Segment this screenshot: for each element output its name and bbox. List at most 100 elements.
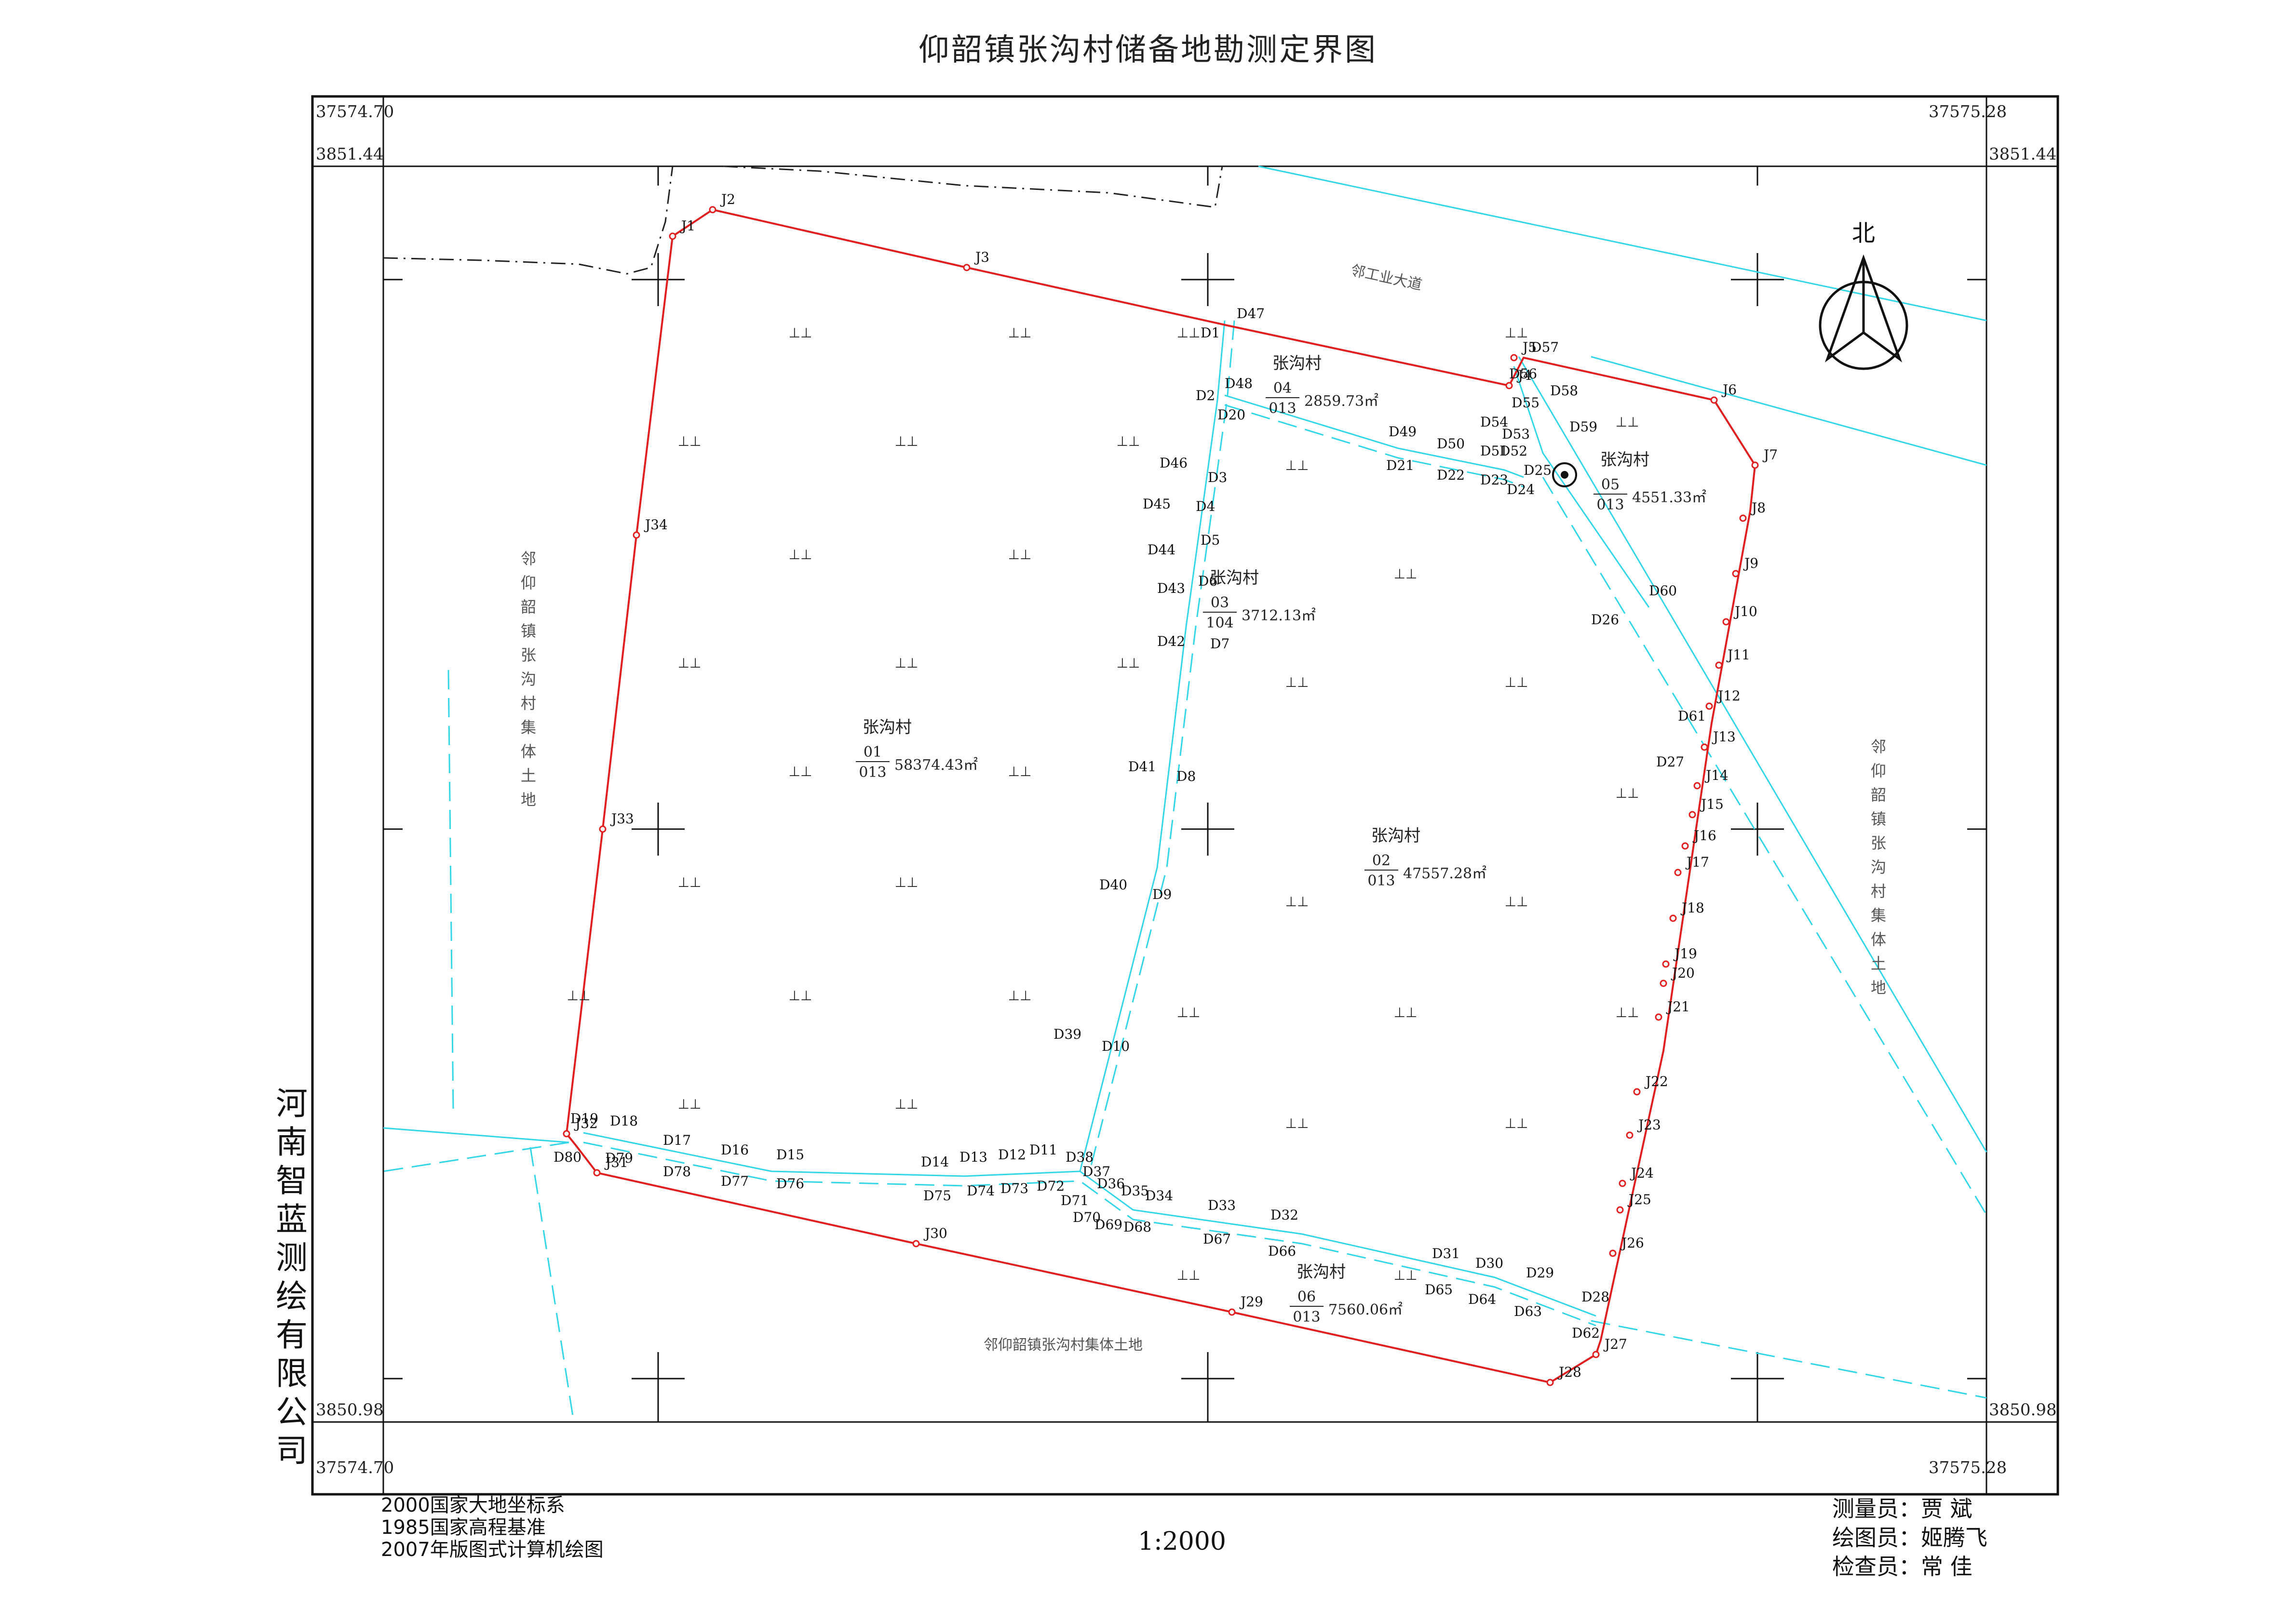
label-d53: D53 xyxy=(1502,426,1530,442)
label-d10: D10 xyxy=(1102,1038,1130,1054)
parcel-num-03: 03 xyxy=(1211,594,1229,611)
label-d79: D79 xyxy=(605,1150,633,1166)
svg-text:⊥⊥: ⊥⊥ xyxy=(1394,1005,1418,1020)
label-d52: D52 xyxy=(1499,443,1527,459)
label-j17: J17 xyxy=(1685,854,1709,870)
label-j34: J34 xyxy=(644,517,668,533)
label-d9: D9 xyxy=(1152,886,1172,902)
label-d24: D24 xyxy=(1507,482,1535,497)
corner-bottom-right-x: 37575.28 xyxy=(1929,1458,2007,1477)
label-d21: D21 xyxy=(1386,457,1414,473)
label-d22: D22 xyxy=(1437,467,1465,483)
parcel-name-01: 张沟村 xyxy=(863,718,912,737)
vertex-j23 xyxy=(1626,1131,1634,1139)
label-j19: J19 xyxy=(1673,946,1697,962)
svg-text:⊥⊥: ⊥⊥ xyxy=(1177,1267,1201,1283)
vertex-j18 xyxy=(1669,914,1677,922)
red-boundary xyxy=(565,208,1756,1384)
existing-road-line xyxy=(383,166,674,275)
label-d7: D7 xyxy=(1210,636,1229,652)
label-d35: D35 xyxy=(1121,1183,1149,1199)
corner-top-left-x: 37574.70 xyxy=(316,102,394,121)
svg-text:⊥⊥: ⊥⊥ xyxy=(895,1096,918,1112)
label-d39: D39 xyxy=(1053,1026,1081,1042)
north-label: 北 xyxy=(1852,220,1875,247)
label-d42: D42 xyxy=(1157,633,1185,649)
vertex-j7 xyxy=(1751,461,1759,469)
label-j1: J1 xyxy=(680,218,695,234)
svg-text:⊥⊥: ⊥⊥ xyxy=(1177,325,1201,341)
label-d58: D58 xyxy=(1550,383,1578,399)
label-d78: D78 xyxy=(663,1164,691,1180)
label-j24: J24 xyxy=(1630,1165,1654,1181)
parcel-name-02: 张沟村 xyxy=(1371,826,1420,845)
label-d25: D25 xyxy=(1524,462,1552,478)
label-d72: D72 xyxy=(1037,1178,1065,1194)
svg-text:⊥⊥: ⊥⊥ xyxy=(1117,655,1140,671)
label-d44: D44 xyxy=(1148,542,1175,558)
label-d68: D68 xyxy=(1123,1219,1151,1235)
parcel-denom-04: 013 xyxy=(1269,400,1296,417)
road-label: 邻工业大道 xyxy=(1349,262,1423,294)
label-j7: J7 xyxy=(1762,447,1778,463)
svg-text:⊥⊥: ⊥⊥ xyxy=(895,874,918,890)
label-d57: D57 xyxy=(1531,339,1559,355)
corner-right-top-y: 3851.44 xyxy=(1989,145,2057,164)
svg-text:⊥⊥: ⊥⊥ xyxy=(1505,674,1528,690)
vertex-j22 xyxy=(1633,1088,1641,1096)
label-d61: D61 xyxy=(1678,708,1706,724)
label-d38: D38 xyxy=(1066,1149,1094,1165)
checker: 检查员：常 佳 xyxy=(1832,1554,1972,1580)
label-d41: D41 xyxy=(1128,759,1156,775)
label-d49: D49 xyxy=(1389,424,1417,440)
vertex-j6 xyxy=(1710,396,1718,404)
parcel-num-05: 05 xyxy=(1601,476,1620,493)
svg-text:⊥⊥: ⊥⊥ xyxy=(678,874,702,890)
label-d80: D80 xyxy=(554,1149,581,1165)
label-j21: J21 xyxy=(1666,999,1690,1015)
svg-text:⊥⊥: ⊥⊥ xyxy=(678,655,702,671)
vertex-j1 xyxy=(669,232,676,240)
svg-text:⊥⊥: ⊥⊥ xyxy=(1285,457,1309,473)
point-labels: J1J2J3J4J5J6J7J8J9J10J11J12J13J14J15J16J… xyxy=(554,191,1778,1380)
svg-text:⊥⊥: ⊥⊥ xyxy=(567,988,591,1004)
label-j5: J5 xyxy=(1521,339,1537,355)
label-j22: J22 xyxy=(1644,1073,1668,1089)
label-j3: J3 xyxy=(974,249,989,265)
parcel-denom-05: 013 xyxy=(1596,496,1624,513)
vertex-j10 xyxy=(1722,618,1730,626)
svg-text:⊥⊥: ⊥⊥ xyxy=(678,433,702,449)
label-d43: D43 xyxy=(1157,580,1185,596)
label-d60: D60 xyxy=(1649,583,1677,599)
label-d14: D14 xyxy=(921,1154,949,1170)
label-j16: J16 xyxy=(1692,828,1716,844)
label-j15: J15 xyxy=(1700,796,1724,812)
label-d64: D64 xyxy=(1468,1291,1496,1307)
existing-road-line-2 xyxy=(723,165,1223,208)
label-j8: J8 xyxy=(1750,500,1766,516)
label-d31: D31 xyxy=(1432,1246,1460,1261)
vertex-j14 xyxy=(1693,782,1701,790)
vertex-j19 xyxy=(1662,960,1670,968)
parcel-area-05: 4551.33㎡ xyxy=(1632,489,1706,506)
label-d23: D23 xyxy=(1480,472,1508,488)
label-d51: D51 xyxy=(1480,443,1508,459)
label-d47: D47 xyxy=(1237,306,1265,322)
corner-left-top-y: 3851.44 xyxy=(316,145,384,164)
svg-text:⊥⊥: ⊥⊥ xyxy=(789,547,812,563)
svg-text:⊥⊥: ⊥⊥ xyxy=(1008,988,1032,1004)
label-d34: D34 xyxy=(1145,1188,1173,1204)
vertex-j3 xyxy=(963,264,971,271)
vertex-j27 xyxy=(1592,1351,1600,1358)
vertex-j34 xyxy=(633,531,640,539)
label-d36: D36 xyxy=(1097,1176,1125,1192)
corner-bottom-left-x: 37574.70 xyxy=(316,1458,394,1477)
label-d62: D62 xyxy=(1572,1325,1600,1341)
label-d5: D5 xyxy=(1201,532,1220,548)
label-j9: J9 xyxy=(1743,555,1758,571)
label-j32: J32 xyxy=(574,1115,598,1131)
signers: 测量员：贾 斌 绘图员：姬腾飞 检查员：常 佳 xyxy=(1832,1494,1987,1581)
vertex-j33 xyxy=(599,825,607,833)
grid-crosses xyxy=(383,166,1986,1422)
vertex-j25 xyxy=(1616,1206,1624,1214)
